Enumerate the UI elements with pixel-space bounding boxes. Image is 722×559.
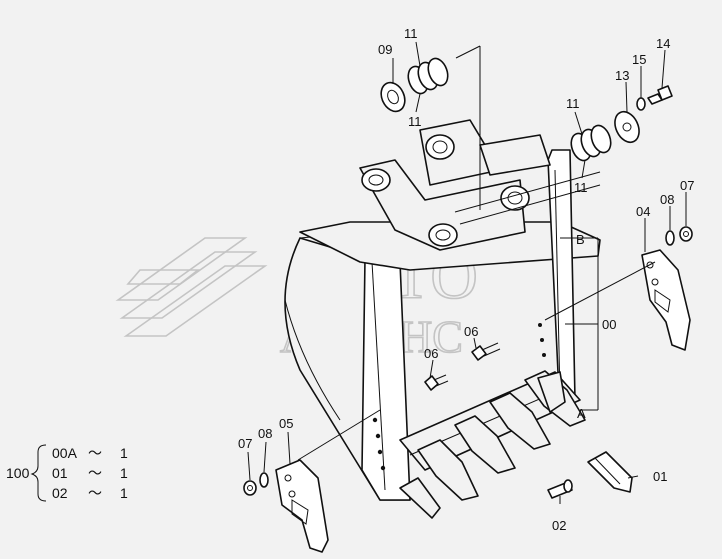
bucket-assembly [284, 119, 601, 519]
nut-07-left-icon [243, 480, 257, 496]
side-cutter-05-icon [275, 459, 329, 553]
callout-04: 04 [636, 204, 650, 219]
bom-row: 01 〜 1 [52, 465, 128, 481]
bom-row-code: 01 [52, 465, 68, 481]
ref-b: B [576, 232, 585, 247]
bom-row-sep: 〜 [88, 445, 102, 461]
bolt-06-upper-icon [471, 342, 501, 361]
nut-07-right-icon [679, 226, 693, 242]
pin-02-icon [547, 479, 573, 499]
callout-08-right: 08 [660, 192, 674, 207]
callout-07-left: 07 [238, 436, 252, 451]
callout-09: 09 [378, 42, 392, 57]
callout-11-d: 11 [574, 180, 588, 195]
callout-14: 14 [656, 36, 670, 51]
bom-row-code: 00A [52, 445, 78, 461]
callout-01: 01 [653, 469, 667, 484]
callout-05: 05 [279, 416, 293, 431]
bom-row-code: 02 [52, 485, 68, 501]
bom-parent: 100 [6, 465, 30, 481]
callout-02: 02 [552, 518, 566, 533]
bolt-14-icon [647, 85, 673, 105]
shims-11-right-icon [570, 124, 612, 162]
watermark-logo-icon [115, 237, 268, 337]
bom-row-sep: 〜 [88, 485, 102, 501]
bom-row-qty: 1 [120, 465, 128, 481]
tooth-tip-01-icon [587, 451, 633, 493]
callout-11-a: 11 [404, 26, 418, 41]
callout-11-b: 11 [408, 114, 422, 129]
callout-13: 13 [615, 68, 629, 83]
washer-08-left-icon [259, 472, 269, 488]
shims-11-left-icon [407, 57, 449, 95]
callout-11-c: 11 [566, 96, 580, 111]
callout-07-right: 07 [680, 178, 694, 193]
bolt-06-lower-icon [424, 374, 449, 391]
leader-lines [247, 41, 687, 504]
bom-row-sep: 〜 [88, 465, 102, 481]
callout-06-upper: 06 [464, 324, 478, 339]
ref-a: A [577, 406, 586, 421]
bom-row: 00A 〜 1 [52, 445, 128, 461]
bucket-teeth [399, 370, 586, 519]
washer-08-right-icon [665, 230, 675, 246]
plate-13-icon [614, 110, 640, 144]
bom-row-qty: 1 [120, 485, 128, 501]
callout-00: 00 [602, 317, 616, 332]
bom-row: 02 〜 1 [52, 485, 128, 501]
bom-table: 100 00A 〜 1 01 〜 1 02 〜 1 [6, 444, 128, 502]
washer-09-icon [380, 81, 406, 113]
side-cutter-04-icon [641, 249, 691, 351]
bom-row-qty: 1 [120, 445, 128, 461]
washer-15-icon [636, 97, 646, 111]
callout-15: 15 [632, 52, 646, 67]
callout-08-left: 08 [258, 426, 272, 441]
callout-06-lower: 06 [424, 346, 438, 361]
